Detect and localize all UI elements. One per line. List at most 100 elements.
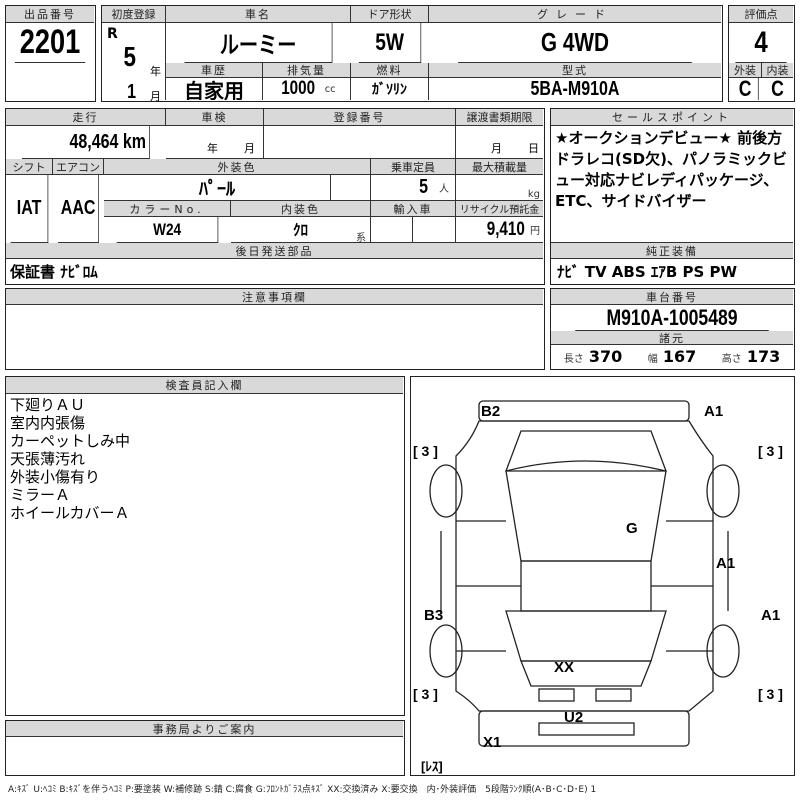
inspector-note: ミラーＡ bbox=[10, 486, 71, 504]
lot-number: 2201 bbox=[14, 23, 86, 63]
transfer-day-unit: 日 bbox=[528, 142, 539, 155]
height-label: 高さ bbox=[721, 354, 742, 365]
length: 370 bbox=[588, 347, 623, 366]
damage-mark: XX bbox=[554, 659, 574, 676]
reg-month: 1 bbox=[127, 81, 137, 103]
equipment: ﾅﾋﾞ TV ABS ｴｱB PS PW bbox=[557, 262, 738, 281]
inspector-note: 外装小傷有り bbox=[10, 468, 101, 486]
tire-mark: [ 3 ] bbox=[758, 443, 783, 459]
damage-mark: X1 bbox=[483, 734, 501, 751]
history-label: 車歴 bbox=[166, 63, 263, 78]
max-load-unit: kg bbox=[456, 175, 543, 201]
ext-color-label: 外装色 bbox=[104, 159, 371, 175]
sales-point-area: ★オークションデビュー★ 前後方ドラレコ(SD欠)、パノラミックビュー対応ナビレ… bbox=[551, 126, 793, 243]
capacity-unit: 人 bbox=[439, 184, 449, 195]
inspector-note: カーペットしみ中 bbox=[10, 432, 131, 450]
damage-mark: B2 bbox=[481, 403, 500, 420]
vehicle-info-box: 初度登録 R 5 年 1 月 車名 ルーミー ドア形状 5W グレード G 4W… bbox=[101, 5, 723, 103]
cc-unit: cc bbox=[324, 83, 336, 95]
inspector-note: 天張薄汚れ bbox=[10, 450, 86, 468]
inspector-note: ホイールカバーＡ bbox=[10, 504, 130, 522]
fuel-label: 燃料 bbox=[351, 63, 429, 78]
import-cell-1 bbox=[371, 217, 413, 243]
displacement-cell: 1000 cc bbox=[263, 78, 351, 100]
damage-mark: U2 bbox=[564, 709, 583, 726]
transfer-cell: 月日 bbox=[456, 126, 543, 159]
office-box: 事務局よりご案内 bbox=[5, 720, 405, 776]
int-score: C bbox=[771, 78, 784, 100]
fuel: ｶﾞｿﾘﾝ bbox=[351, 78, 429, 100]
inspection-month-unit: 月 bbox=[244, 142, 255, 155]
mileage: 48,464 km bbox=[22, 126, 150, 159]
inspector-label: 検査員記入欄 bbox=[6, 377, 403, 394]
first-reg-cell bbox=[102, 23, 166, 100]
capacity-label: 乗車定員 bbox=[371, 159, 456, 175]
sales-point-text: ★オークションデビュー★ 前後方ドラレコ(SD欠)、パノラミックビュー対応ナビレ… bbox=[555, 129, 787, 210]
inspector-note: 下廻りＡＵ bbox=[10, 396, 86, 414]
details-box: 走行 48,464 km 車検 年月 登録番号 譲渡書類期限 月日 シフト IA… bbox=[5, 108, 545, 285]
ext-score: C bbox=[732, 78, 759, 100]
era: R bbox=[107, 26, 118, 42]
color-no-label: カラーNo. bbox=[104, 201, 231, 217]
capacity: 5 bbox=[418, 176, 428, 198]
caution-label: 注意事項欄 bbox=[6, 289, 543, 305]
chassis-number: M910A-1005489 bbox=[575, 305, 769, 331]
int-color-unit: 系 bbox=[356, 233, 366, 244]
int-score-label: 内装 bbox=[762, 63, 793, 78]
import-cell-2 bbox=[413, 217, 456, 243]
first-reg-label: 初度登録 bbox=[102, 6, 166, 23]
door-type: 5W bbox=[358, 23, 422, 63]
year-unit: 年 bbox=[150, 65, 161, 78]
damage-mark: A1 bbox=[716, 555, 735, 572]
ac-label: エアコン bbox=[53, 159, 104, 175]
ext-color-extra bbox=[331, 175, 371, 201]
month-unit: 月 bbox=[150, 90, 161, 103]
score-box: 評価点 4 外装 内装 C C bbox=[728, 5, 795, 102]
car-name-label: 車名 bbox=[166, 6, 351, 23]
later-parts-label: 後日発送部品 bbox=[6, 243, 543, 259]
spare-tire-mark: [ﾚｽ] bbox=[421, 759, 443, 774]
lot-label: 出品番号 bbox=[6, 6, 94, 23]
yen-unit: 円 bbox=[530, 226, 540, 237]
ext-score-label: 外装 bbox=[729, 63, 762, 78]
caution-box: 注意事項欄 bbox=[5, 288, 545, 370]
specs-label: 諸元 bbox=[551, 331, 793, 345]
inspector-box: 検査員記入欄 下廻りＡＵ 室内内張傷 カーペットしみ中 天張薄汚れ 外装小傷有り… bbox=[5, 376, 405, 716]
ext-color: ﾊﾟｰﾙ bbox=[104, 175, 331, 201]
length-label: 長さ bbox=[563, 354, 584, 365]
inspection-label: 車検 bbox=[166, 109, 264, 126]
damage-mark: B3 bbox=[424, 607, 443, 624]
damage-diagram: B2 A1 G A1 B3 A1 XX U2 X1 [ 3 ] [ 3 ] [ … bbox=[410, 376, 795, 776]
inspection-cell: 年月 bbox=[166, 126, 264, 159]
damage-mark: G bbox=[626, 520, 638, 537]
damage-mark: A1 bbox=[761, 607, 780, 624]
inspection-year-unit: 年 bbox=[207, 142, 218, 155]
width: 167 bbox=[662, 347, 697, 366]
mileage-label: 走行 bbox=[6, 109, 166, 126]
ac: AAC bbox=[58, 175, 99, 243]
sales-point-label: セールスポイント bbox=[551, 109, 793, 126]
later-parts: 保証書 ﾅﾋﾞﾛﾑ bbox=[10, 262, 98, 281]
max-load-label: 最大積載量 bbox=[456, 159, 543, 175]
score-label: 評価点 bbox=[729, 6, 793, 23]
tire-mark: [ 3 ] bbox=[413, 443, 438, 459]
lot-box: 出品番号 2201 bbox=[5, 5, 96, 102]
chassis-box: 車台番号 M910A-1005489 諸元 長さ 370 幅 167 高さ 17… bbox=[550, 288, 795, 370]
shift-label: シフト bbox=[6, 159, 53, 175]
grade-label: グレード bbox=[429, 6, 721, 23]
chassis-label: 車台番号 bbox=[551, 289, 793, 305]
score: 4 bbox=[735, 23, 787, 63]
int-color: ｸﾛ bbox=[231, 217, 371, 243]
int-color-label: 内装色 bbox=[231, 201, 371, 217]
inspector-note: 室内内張傷 bbox=[10, 414, 86, 432]
sales-box: セールスポイント ★オークションデビュー★ 前後方ドラレコ(SD欠)、パノラミッ… bbox=[550, 108, 795, 285]
displacement: 1000 bbox=[281, 78, 316, 99]
import-label: 輸入車 bbox=[371, 201, 456, 217]
reg-no bbox=[264, 126, 456, 159]
height: 173 bbox=[746, 347, 781, 366]
equipment-label: 純正装備 bbox=[551, 243, 793, 259]
color-no: W24 bbox=[116, 217, 219, 243]
car-outline: B2 A1 G A1 B3 A1 XX U2 X1 [ 3 ] [ 3 ] [ … bbox=[413, 400, 783, 774]
displacement-label: 排気量 bbox=[263, 63, 351, 78]
